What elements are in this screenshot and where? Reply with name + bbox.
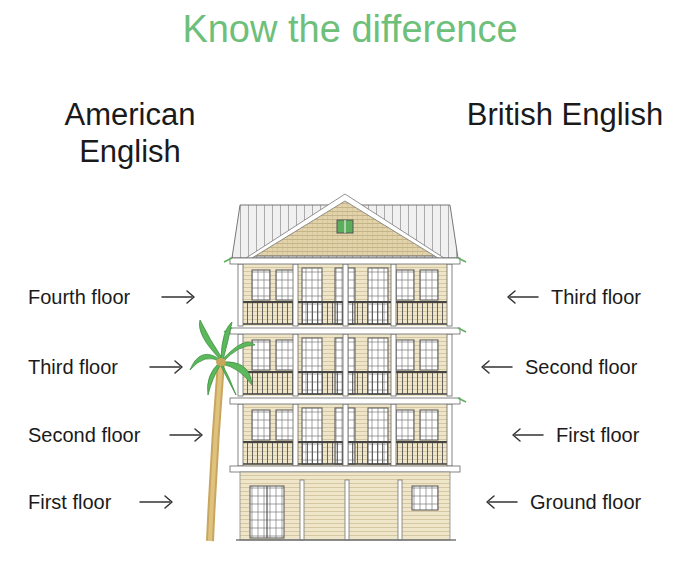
floor-label: Second floor — [525, 355, 637, 379]
floor-label: Fourth floor — [28, 285, 130, 309]
floor-label: Ground floor — [530, 490, 641, 514]
floor-label: Third floor — [551, 285, 641, 309]
column-heading: British English — [465, 96, 665, 133]
column-heading: American English — [30, 96, 230, 170]
floor-label: First floor — [556, 423, 639, 447]
diagram-title: Know the difference — [0, 8, 700, 51]
floor-label: First floor — [28, 490, 111, 514]
floor-label: Second floor — [28, 423, 140, 447]
floor-label: Third floor — [28, 355, 118, 379]
